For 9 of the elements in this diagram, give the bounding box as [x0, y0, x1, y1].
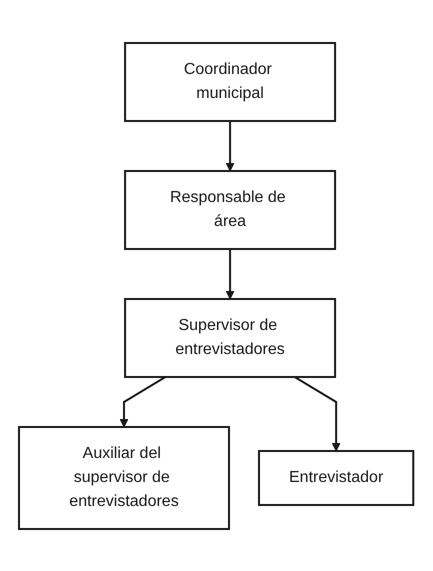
- arrow: [226, 248, 235, 299]
- arrow: [120, 376, 166, 427]
- node-box: Responsable de área: [124, 170, 336, 250]
- node-box: Coordinador municipal: [124, 42, 336, 122]
- arrow: [294, 376, 341, 451]
- node-box: Auxiliar del supervisor de entrevistadores: [18, 426, 230, 530]
- node-box: Supervisor de entrevistadores: [124, 298, 336, 378]
- arrow: [226, 120, 235, 171]
- node-box: Entrevistador: [258, 450, 415, 506]
